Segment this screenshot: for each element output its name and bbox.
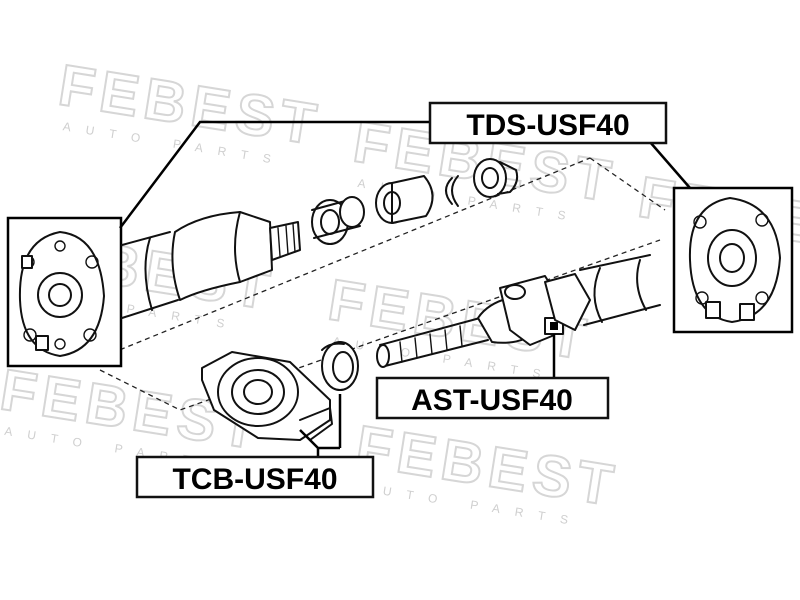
rear-shaft-ring bbox=[593, 267, 603, 323]
leader-tds-right bbox=[649, 141, 691, 189]
oil-seal-inner bbox=[332, 351, 354, 383]
rear-shaft-break bbox=[636, 259, 647, 311]
right-coupling-bolt-2 bbox=[755, 213, 769, 227]
leader-tds-left bbox=[119, 120, 430, 229]
left-coupling-bolt-2 bbox=[85, 255, 99, 269]
right-coupling-bolt-4 bbox=[755, 291, 769, 305]
seal-sleeve-bore bbox=[383, 191, 401, 215]
right-coupling-hub bbox=[707, 229, 757, 287]
label-ast: AST-USF40 bbox=[375, 376, 610, 420]
left-flex-coupling bbox=[6, 216, 123, 368]
rear-shaft-end bbox=[376, 344, 390, 368]
left-coupling-center bbox=[48, 283, 72, 307]
rear-shaft bbox=[376, 254, 661, 368]
oil-seal-lip bbox=[321, 342, 345, 351]
left-coupling-bolt-6 bbox=[54, 338, 66, 350]
label-tcb-text: TCB-USF40 bbox=[172, 463, 337, 496]
small-bushing-flange bbox=[497, 161, 519, 195]
label-tds: TDS-USF40 bbox=[428, 101, 668, 145]
center-bearing-race bbox=[231, 369, 285, 415]
left-coupling-hub bbox=[37, 272, 83, 318]
right-coupling-bolt-3 bbox=[695, 291, 709, 305]
center-bearing-bore bbox=[243, 379, 273, 405]
label-tds-text: TDS-USF40 bbox=[466, 109, 629, 142]
rear-shaft-spline-lines bbox=[399, 325, 463, 363]
right-coupling-bolt-1 bbox=[693, 215, 707, 229]
right-coupling-stud-2 bbox=[739, 303, 755, 321]
left-coupling-stud-2 bbox=[35, 335, 49, 351]
bushing-large-end bbox=[339, 196, 365, 228]
center-bearing-cushion bbox=[217, 357, 299, 427]
small-bushing-body bbox=[473, 158, 507, 198]
oil-seal bbox=[321, 341, 359, 391]
bushing-large bbox=[311, 196, 365, 245]
tcb-components bbox=[201, 341, 359, 441]
right-coupling-center bbox=[719, 243, 745, 273]
snap-ring bbox=[445, 175, 459, 207]
joint-marker bbox=[550, 322, 558, 330]
label-ast-box bbox=[375, 376, 610, 420]
snap-ring-arc bbox=[445, 177, 453, 205]
seal-sleeve bbox=[375, 175, 434, 224]
front-shaft-yoke bbox=[171, 211, 273, 301]
right-coupling-stud-1 bbox=[705, 301, 721, 319]
center-bearing-bracket bbox=[201, 351, 333, 441]
center-bearing-foot bbox=[299, 407, 333, 441]
cross-bearing-top bbox=[504, 284, 526, 300]
front-shaft-spline-lines bbox=[277, 223, 296, 257]
front-shaft bbox=[121, 211, 301, 319]
front-shaft-spline bbox=[269, 221, 301, 261]
label-ast-text: AST-USF40 bbox=[411, 384, 573, 417]
front-shaft-break bbox=[144, 237, 153, 311]
front-shaft-yoke-ring bbox=[234, 211, 241, 283]
label-tcb: TCB-USF40 bbox=[135, 455, 375, 499]
small-bushing-bore bbox=[481, 167, 499, 189]
label-tds-box bbox=[428, 101, 668, 145]
right-flex-coupling bbox=[672, 186, 794, 334]
left-coupling-stud-1 bbox=[21, 255, 33, 269]
tds-components bbox=[311, 158, 519, 245]
label-tcb-box bbox=[135, 455, 375, 499]
small-bushing bbox=[473, 158, 519, 198]
left-coupling-bolt-4 bbox=[83, 328, 97, 342]
front-shaft-tube-edges bbox=[121, 231, 179, 319]
snap-ring-arc-2 bbox=[451, 175, 459, 207]
rear-yoke bbox=[544, 273, 591, 331]
left-coupling-bolt-5 bbox=[54, 240, 66, 252]
seal-sleeve-body bbox=[391, 175, 434, 224]
guide-line-lower bbox=[99, 239, 661, 411]
rear-shaft-tube bbox=[579, 254, 661, 326]
guide-line-upper-right bbox=[589, 157, 666, 211]
